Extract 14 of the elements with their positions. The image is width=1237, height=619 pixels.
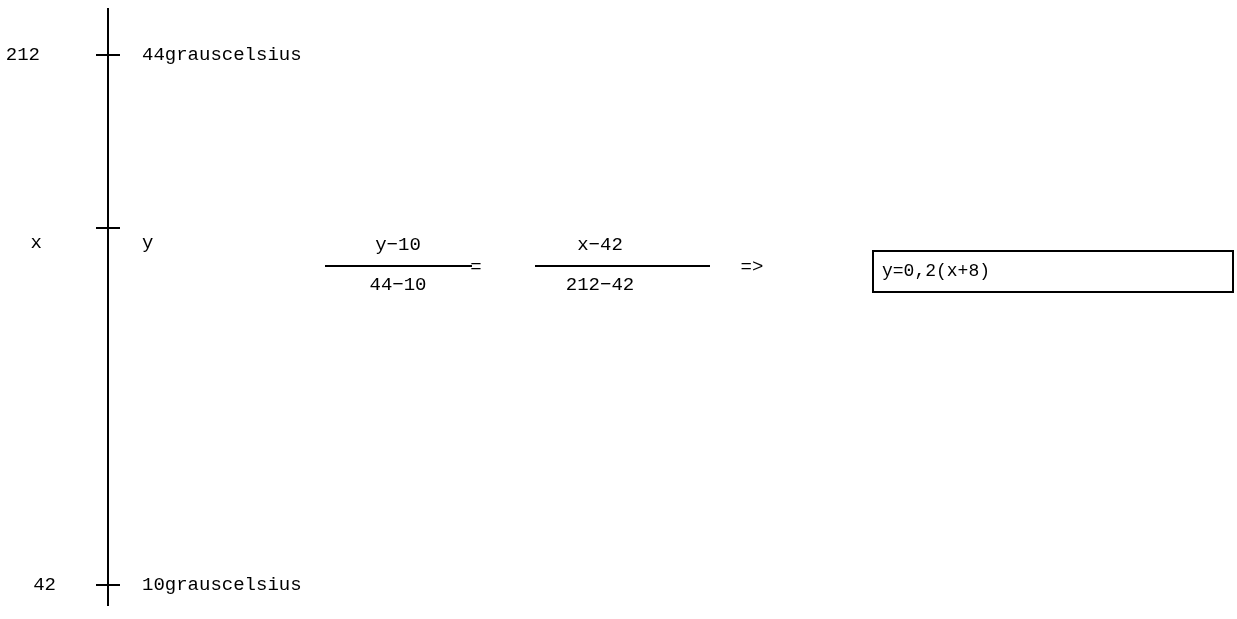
math-text: 212−42 [565, 275, 635, 295]
math-text: y [142, 233, 154, 253]
math-text: 42 [33, 575, 56, 595]
math-text: = [470, 257, 482, 277]
math-text: 10grauscelsius [142, 575, 302, 595]
result-box [872, 250, 1234, 293]
math-text: x−42 [577, 235, 623, 255]
math-text: => [740, 257, 764, 277]
math-text: x [30, 233, 42, 253]
math-text: 44grauscelsius [142, 45, 302, 65]
math-text: 44−10 [369, 275, 427, 295]
math-text: y−10 [375, 235, 421, 255]
math-text: 212 [5, 45, 40, 65]
formula-text: y=0,2(x+8) [882, 260, 991, 283]
